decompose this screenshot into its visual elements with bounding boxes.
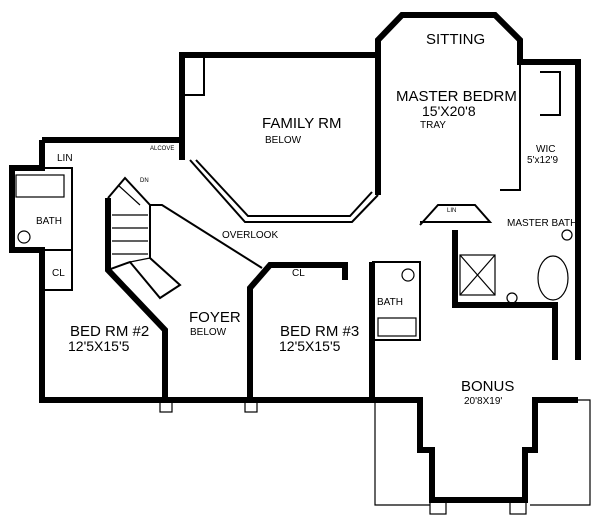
room-family-rm-note: BELOW [265,135,302,146]
room-lin-hall: LIN [57,153,73,164]
room-sitting: SITTING [426,31,485,48]
room-alcove: ALCOVE [150,146,174,152]
room-master-bath: MASTER BATH [507,218,577,229]
stair-dn: DN [140,178,149,184]
walls [9,12,591,515]
room-bed3-dim: 12'5X15'5 [279,338,341,354]
room-bath-left: BATH [36,216,62,227]
room-cl-left: CL [52,268,65,279]
room-foyer: FOYER [189,309,241,326]
room-wic: WIC [536,144,555,155]
room-bed2-dim: 12'5X15'5 [68,338,130,354]
room-bath-mid: BATH [377,297,403,308]
room-master-bedrm: MASTER BEDRM [396,88,517,105]
room-family-rm: FAMILY RM [262,115,341,132]
room-bonus-dim: 20'8X19' [464,396,502,407]
room-bed3: BED RM #3 [280,323,359,340]
room-master-bedrm-note: TRAY [420,120,446,131]
room-bed2: BED RM #2 [70,323,149,340]
room-master-bedrm-dim: 15'X20'8 [422,103,476,119]
room-cl-bed3: CL [292,268,305,279]
room-bonus: BONUS [461,378,514,395]
overlook-label: OVERLOOK [222,230,278,241]
room-wic-dim: 5'x12'9 [527,155,559,166]
room-lin-master: LIN [447,208,456,214]
room-foyer-note: BELOW [190,327,227,338]
room-labels: SITTING MASTER BEDRM 15'X20'8 TRAY FAMIL… [36,31,577,407]
